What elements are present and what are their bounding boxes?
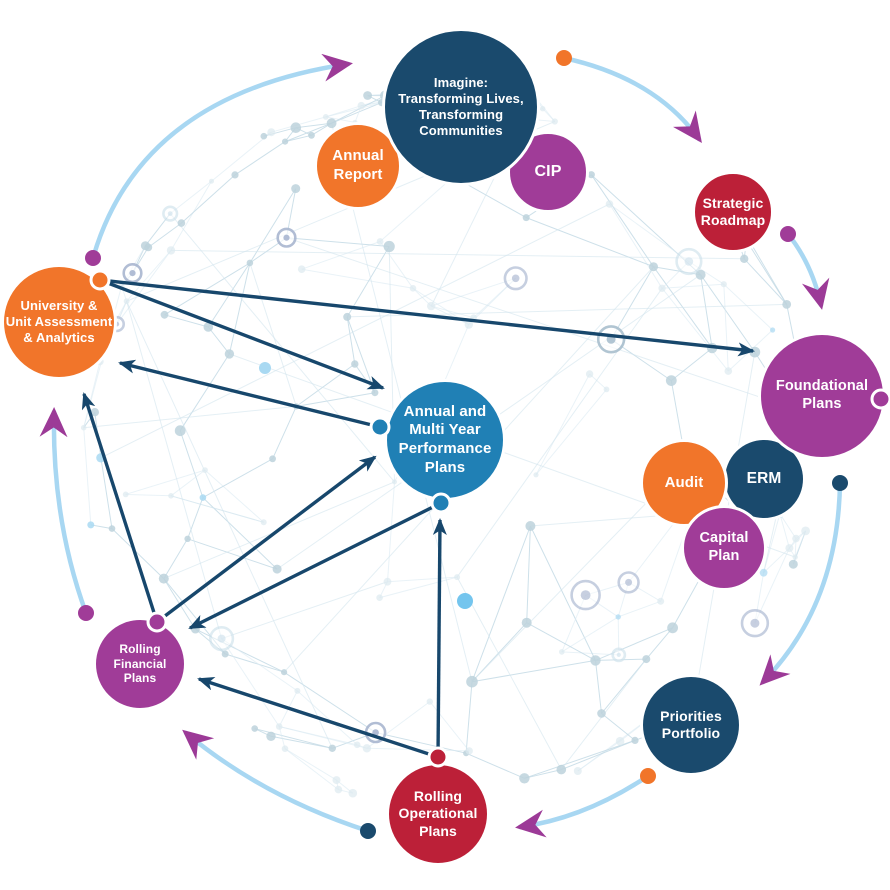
node-imagine: Imagine: Transforming Lives, Transformin… bbox=[382, 28, 540, 186]
node-annual-report-label: Annual Report bbox=[332, 147, 384, 183]
node-strategic-roadmap: Strategic Roadmap bbox=[692, 171, 774, 253]
connector-dot-rolling_financial_plans bbox=[146, 611, 168, 633]
arrow-rolling_operational_plans-to-rolling_financial_plans bbox=[197, 676, 439, 759]
arrow-rolling_financial_plans-to-university_assessment bbox=[81, 392, 159, 623]
connector-dot-performance_plans bbox=[430, 492, 452, 514]
arrow-performance_plans-to-university_assessment bbox=[118, 359, 381, 429]
node-priorities-portfolio-label: Priorities Portfolio bbox=[660, 707, 722, 741]
node-foundational-plans-label: Foundational Plans bbox=[775, 378, 869, 412]
node-performance-plans: Annual and Multi Year Performance Plans bbox=[384, 379, 506, 501]
arrow-university_assessment-to-foundational_plans bbox=[99, 278, 755, 357]
node-rolling-financial-plans: Rolling Financial Plans bbox=[93, 617, 187, 711]
node-rolling-operational-plans: Rolling Operational Plans bbox=[386, 762, 490, 866]
node-cip-label: CIP bbox=[534, 163, 562, 181]
node-university-assessment: University & Unit Assessment & Analytics bbox=[1, 264, 117, 380]
cycle-dot-rolling_operational_plans bbox=[360, 823, 376, 839]
node-audit-label: Audit bbox=[664, 473, 704, 491]
cycle-arc-rolling_operational_plans-to-rolling_financial_plans bbox=[182, 729, 371, 834]
arrow-performance_plans-to-rolling_financial_plans bbox=[188, 501, 442, 630]
node-performance-plans-label: Annual and Multi Year Performance Plans bbox=[398, 402, 492, 476]
connector-dot-rolling_operational_plans bbox=[427, 746, 449, 768]
node-rolling-operational-plans-label: Rolling Operational Plans bbox=[398, 787, 478, 839]
node-imagine-label: Imagine: Transforming Lives, Transformin… bbox=[398, 74, 524, 139]
cycle-arc-university_assessment-to-imagine bbox=[90, 53, 353, 261]
node-strategic-roadmap-label: Strategic Roadmap bbox=[700, 194, 766, 228]
cycle-dot-rolling_financial_plans bbox=[78, 605, 94, 621]
relationship-arrows bbox=[81, 278, 755, 759]
cycle-arc-strategic_roadmap-to-foundational_plans bbox=[785, 231, 830, 310]
node-audit: Audit bbox=[640, 439, 728, 527]
arrow-rolling_operational_plans-to-performance_plans bbox=[432, 518, 447, 758]
arrow-rolling_financial_plans-to-performance_plans bbox=[155, 455, 377, 624]
connector-dot-performance_plans bbox=[369, 416, 391, 438]
cycle-dot-strategic_roadmap bbox=[780, 226, 796, 242]
node-rolling-financial-plans-label: Rolling Financial Plans bbox=[113, 641, 167, 686]
node-capital-plan-label: Capital Plan bbox=[699, 530, 749, 564]
cycle-dot-foundational_plans bbox=[832, 475, 848, 491]
node-cip: CIP bbox=[507, 131, 589, 213]
node-priorities-portfolio: Priorities Portfolio bbox=[640, 674, 742, 776]
cycle-arc-foundational_plans-to-priorities_portfolio bbox=[759, 480, 843, 686]
cycle-dot-priorities_portfolio bbox=[640, 768, 656, 784]
node-foundational-plans: Foundational Plans bbox=[758, 332, 886, 460]
cycle-dot-university_assessment bbox=[85, 250, 101, 266]
node-university-assessment-label: University & Unit Assessment & Analytics bbox=[5, 297, 113, 346]
connector-dot-foundational_plans bbox=[870, 388, 890, 410]
cycle-arcs bbox=[39, 50, 848, 839]
node-erm-label: ERM bbox=[746, 470, 782, 488]
connector-dot-university_assessment bbox=[89, 269, 111, 291]
cycle-arc-rolling_financial_plans-to-university_assessment bbox=[39, 407, 89, 616]
cycle-arc-imagine-to-strategic_roadmap bbox=[561, 55, 702, 144]
cycle-arc-priorities_portfolio-to-rolling_operational_plans bbox=[515, 773, 651, 838]
arrow-university_assessment-to-performance_plans bbox=[99, 278, 385, 390]
cycle-dot-imagine bbox=[556, 50, 572, 66]
node-capital-plan: Capital Plan bbox=[681, 505, 767, 591]
